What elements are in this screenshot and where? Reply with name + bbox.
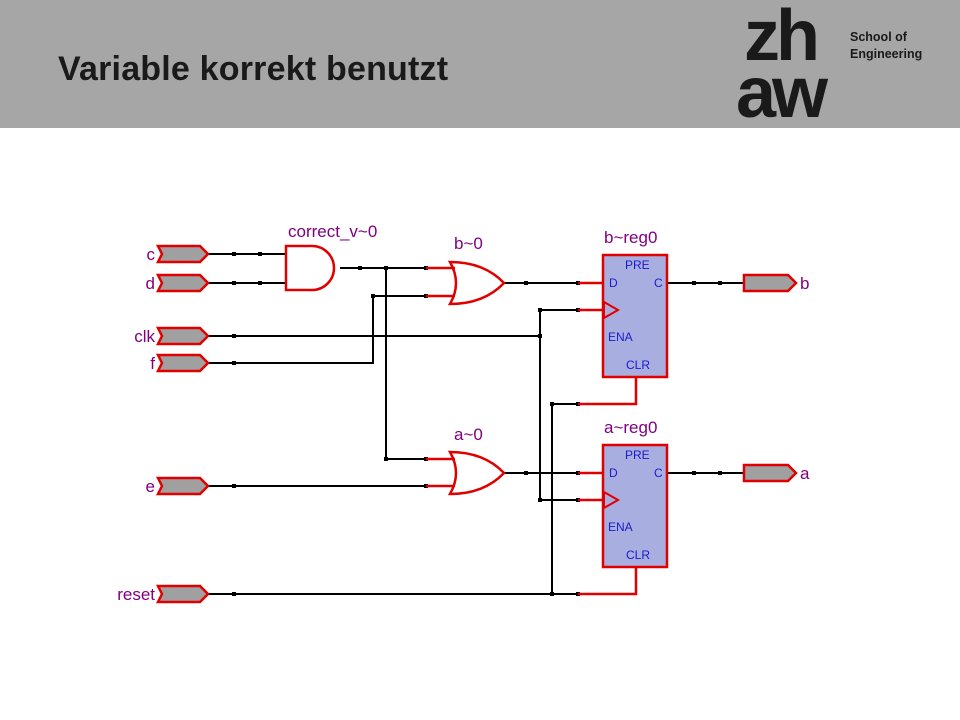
input-label-c: c — [147, 245, 156, 264]
or-gate-a: a~0 — [426, 425, 506, 496]
input-pin-clk: clk — [134, 326, 210, 346]
register-b-ena: ENA — [608, 330, 633, 344]
register-a-label: a~reg0 — [604, 418, 657, 437]
register-a-q: C — [654, 466, 663, 480]
and-gate: correct_v~0 — [284, 222, 377, 292]
input-pin-f: f — [150, 353, 210, 373]
output-pins: b a — [742, 273, 810, 483]
output-pin-a: a — [742, 463, 810, 483]
register-a: a~reg0 PRE D C ENA CLR — [578, 418, 669, 596]
register-a-pre: PRE — [625, 448, 650, 462]
input-pin-d: d — [146, 273, 210, 293]
logo-top-text: zh — [744, 4, 816, 76]
register-b-clr: CLR — [626, 358, 650, 372]
input-pin-e: e — [146, 476, 210, 496]
input-pin-reset: reset — [117, 584, 210, 604]
or-gate-b: b~0 — [426, 234, 506, 306]
input-label-e: e — [146, 477, 155, 496]
header-bar: Variable korrekt benutzt zh aw School of… — [0, 0, 960, 128]
zhaw-logo: zh aw — [736, 4, 833, 124]
and-gate-label: correct_v~0 — [288, 222, 377, 241]
register-b-q: C — [654, 276, 663, 290]
register-b-pre: PRE — [625, 258, 650, 272]
school-line-1: School of — [850, 30, 907, 44]
register-b-d: D — [609, 276, 618, 290]
register-b: b~reg0 PRE D C ENA CLR — [578, 228, 669, 406]
register-a-clr: CLR — [626, 548, 650, 562]
or-gate-b-label: b~0 — [454, 234, 483, 253]
school-line-2: Engineering — [850, 47, 923, 61]
input-pin-c: c — [147, 244, 210, 264]
page-title: Variable korrekt benutzt — [58, 50, 449, 88]
output-pin-b: b — [742, 273, 809, 293]
register-a-d: D — [609, 466, 618, 480]
register-b-label: b~reg0 — [604, 228, 657, 247]
output-label-a: a — [800, 464, 810, 483]
input-label-d: d — [146, 274, 155, 293]
input-pins: c d clk f e reset — [117, 244, 210, 604]
wire-f — [208, 295, 426, 364]
or-gate-a-label: a~0 — [454, 425, 483, 444]
school-label: School of Engineering — [850, 29, 922, 63]
input-label-reset: reset — [117, 585, 155, 604]
output-label-b: b — [800, 274, 809, 293]
input-label-f: f — [150, 354, 155, 373]
register-a-ena: ENA — [608, 520, 633, 534]
logo-bottom-text: aw — [736, 53, 829, 124]
input-label-clk: clk — [134, 327, 155, 346]
